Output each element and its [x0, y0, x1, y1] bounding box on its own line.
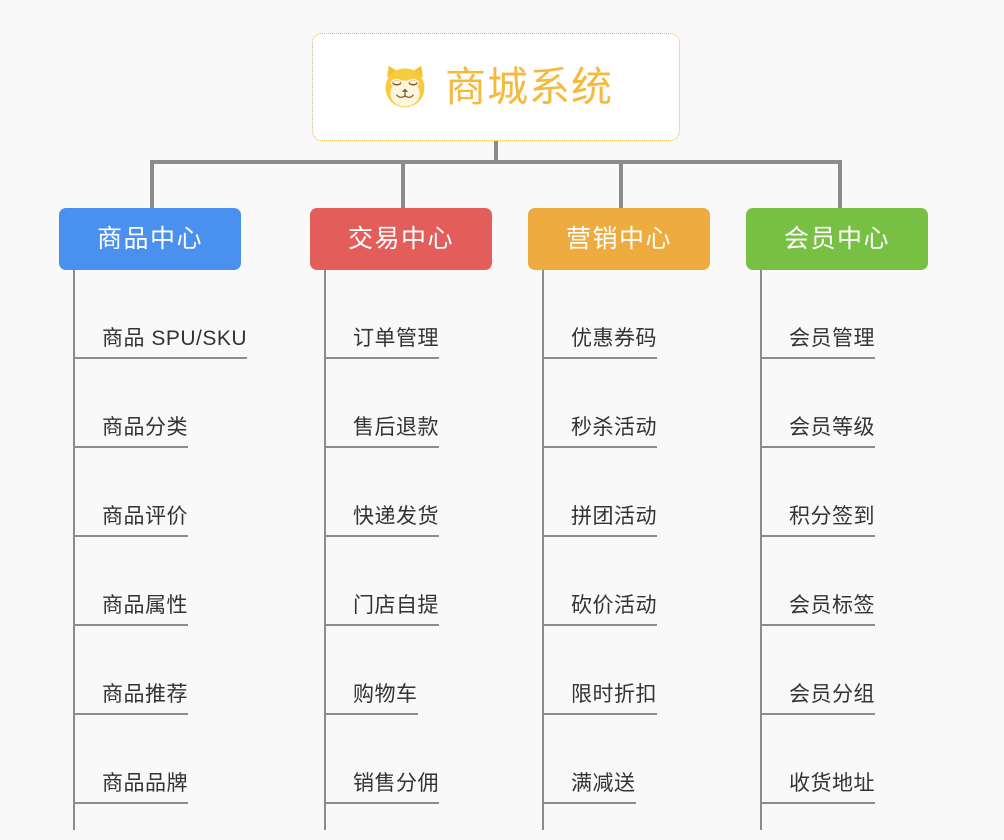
leaf-item[interactable]: 售后退款 — [324, 359, 439, 448]
leaf-item-label: 优惠券码 — [571, 326, 657, 350]
leaf-item-label: 秒杀活动 — [571, 415, 657, 439]
leaf-item[interactable]: 商品分类 — [73, 359, 188, 448]
leaf-item[interactable]: 商品属性 — [73, 537, 188, 626]
leaf-item[interactable]: 订单管理 — [324, 270, 439, 359]
leaf-item-label: 会员分组 — [789, 682, 875, 706]
category-label: 商品中心 — [96, 224, 203, 253]
leaf-item[interactable]: 会员等级 — [760, 359, 875, 448]
leaf-item-label: 商品 SPU/SKU — [102, 326, 248, 350]
leaf-item-label: 商品品牌 — [102, 771, 188, 795]
leaf-item[interactable]: 会员管理 — [760, 270, 875, 359]
leaf-item-label: 会员管理 — [789, 326, 875, 350]
leaf-item[interactable]: 快递发货 — [324, 448, 439, 537]
leaf-item[interactable]: 优惠券码 — [542, 270, 657, 359]
leaf-item[interactable]: 商品品牌 — [73, 715, 188, 804]
leaf-item[interactable]: 秒杀活动 — [542, 359, 657, 448]
connector-drop-3 — [619, 160, 623, 210]
leaf-item-label: 商品属性 — [102, 593, 188, 617]
leaf-item[interactable]: 砍价活动 — [542, 537, 657, 626]
leaf-spine — [760, 270, 762, 830]
leaf-item-label: 售后退款 — [353, 415, 439, 439]
leaf-item-label: 满减送 — [571, 771, 636, 795]
leaf-item[interactable]: 商品评价 — [73, 448, 188, 537]
connector-drop-4 — [838, 160, 842, 210]
leaf-item[interactable]: 满减送 — [542, 715, 636, 804]
leaf-item[interactable]: 门店自提 — [324, 537, 439, 626]
leaf-item[interactable]: 限时折扣 — [542, 626, 657, 715]
leaf-item-label: 商品推荐 — [102, 682, 188, 706]
category-label: 会员中心 — [783, 224, 890, 253]
leaf-item-label: 积分签到 — [789, 504, 875, 528]
leaf-spine — [73, 270, 75, 830]
connector-drop-1 — [150, 160, 154, 210]
connector-horizontal-bus — [150, 160, 842, 164]
leaf-item-label: 收货地址 — [789, 771, 875, 795]
leaf-spine — [324, 270, 326, 830]
leaf-item[interactable]: 会员标签 — [760, 537, 875, 626]
root-node-shop-system[interactable]: 商城系统 — [312, 33, 680, 141]
leaf-item[interactable]: 商品推荐 — [73, 626, 188, 715]
shiba-dog-face-icon — [385, 65, 425, 108]
leaf-item-label: 商品分类 — [102, 415, 188, 439]
leaf-item[interactable]: 销售分佣 — [324, 715, 439, 804]
leaf-item[interactable]: 拼团活动 — [542, 448, 657, 537]
leaf-item-label: 会员标签 — [789, 593, 875, 617]
category-box-marketing-center[interactable]: 营销中心 — [528, 208, 710, 270]
category-box-trade-center[interactable]: 交易中心 — [310, 208, 492, 270]
connector-root-stem — [494, 141, 498, 164]
category-label: 交易中心 — [347, 224, 454, 253]
leaf-item-label: 会员等级 — [789, 415, 875, 439]
leaf-item[interactable]: 积分签到 — [760, 448, 875, 537]
leaf-item-label: 购物车 — [353, 682, 418, 706]
leaf-item-label: 门店自提 — [353, 593, 439, 617]
leaf-item-label: 快递发货 — [353, 504, 439, 528]
leaf-item[interactable]: 商品 SPU/SKU — [73, 270, 248, 359]
leaf-item-label: 限时折扣 — [571, 682, 657, 706]
category-label: 营销中心 — [565, 224, 672, 253]
connector-drop-2 — [401, 160, 405, 210]
leaf-spine — [542, 270, 544, 830]
category-box-member-center[interactable]: 会员中心 — [746, 208, 928, 270]
leaf-item-label: 销售分佣 — [353, 771, 439, 795]
leaf-item[interactable]: 购物车 — [324, 626, 418, 715]
leaf-item-label: 订单管理 — [353, 326, 439, 350]
leaf-item-label: 拼团活动 — [571, 504, 657, 528]
root-node-title: 商城系统 — [445, 63, 613, 110]
leaf-item-label: 商品评价 — [102, 504, 188, 528]
leaf-item[interactable]: 会员分组 — [760, 626, 875, 715]
category-box-product-center[interactable]: 商品中心 — [59, 208, 241, 270]
leaf-item[interactable]: 收货地址 — [760, 715, 875, 804]
leaf-item-label: 砍价活动 — [571, 593, 657, 617]
